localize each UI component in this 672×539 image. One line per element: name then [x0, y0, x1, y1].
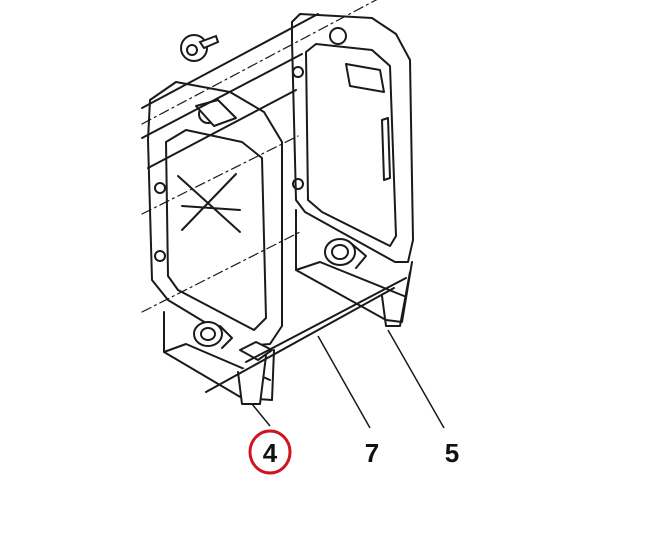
rear-frame-boss: [292, 66, 304, 78]
front-frame-inner: [165, 129, 267, 331]
rear-frame-inner: [305, 43, 397, 247]
rear-frame-assembly: [291, 13, 414, 327]
callout-7: 7: [365, 438, 379, 468]
front-foot: [237, 355, 267, 405]
rod-bottom: [205, 287, 395, 393]
rod-bottom-2: [245, 277, 407, 363]
rear-frame-outer: [291, 13, 414, 263]
phantom-line: [141, 0, 378, 125]
highlight-circle: [248, 429, 292, 475]
rear-frame-boss: [292, 178, 304, 190]
front-frame-cross-mark: [177, 173, 241, 233]
rear-base-edge: [295, 261, 405, 297]
connecting-rods: [141, 0, 407, 393]
front-frame-assembly: [147, 81, 283, 405]
phantom-line: [141, 231, 301, 313]
front-bracket: [239, 341, 273, 361]
front-frame-boss: [154, 250, 166, 262]
rod-middle: [147, 89, 297, 169]
rod-top: [141, 13, 319, 109]
callouts: 4 7 5: [248, 429, 459, 475]
rear-pulley: [324, 238, 367, 269]
rear-frame-boss: [329, 27, 347, 45]
callout-5: 5: [445, 438, 459, 468]
rear-frame-rib: [381, 117, 391, 181]
screw-detail: [180, 34, 220, 62]
front-base-edge: [163, 343, 271, 381]
rear-frame-slot: [345, 63, 385, 93]
leader-line-7: [317, 335, 371, 429]
leader-line-5: [387, 329, 445, 429]
rod-upper: [141, 53, 303, 139]
phantom-line: [141, 135, 299, 215]
rear-foot: [381, 271, 411, 327]
front-pulley: [193, 321, 233, 349]
leader-line-4: [251, 403, 271, 427]
front-frame-boss: [154, 182, 166, 194]
leader-lines: [251, 329, 445, 429]
callout-4: 4: [263, 438, 278, 468]
